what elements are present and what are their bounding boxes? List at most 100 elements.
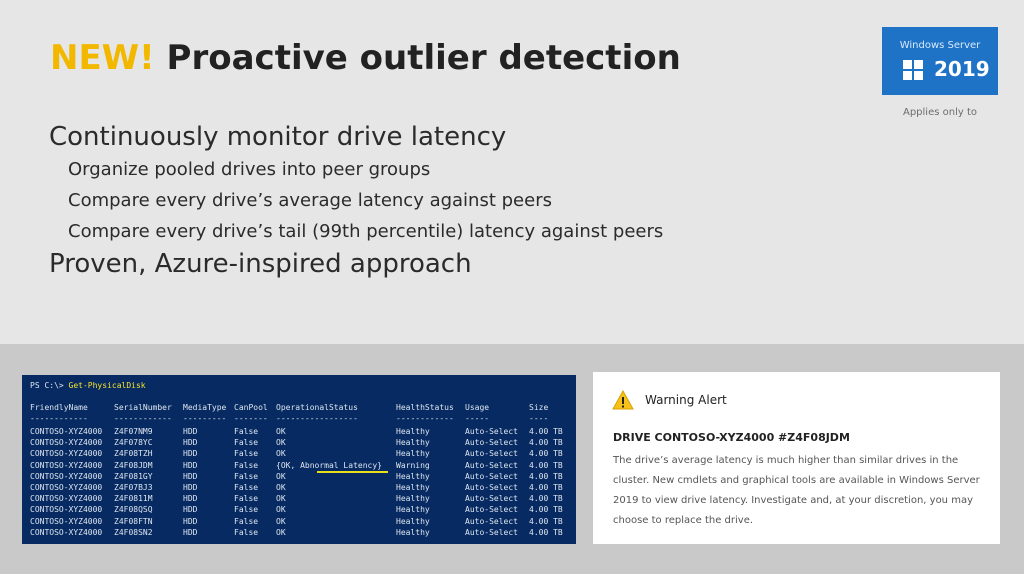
health-status-cell: Healthy bbox=[396, 516, 430, 526]
can-pool-cell: False bbox=[234, 483, 259, 492]
can-pool-cell: False bbox=[234, 494, 259, 504]
operational-status-cell: OK bbox=[276, 483, 286, 492]
can-pool-cell: False bbox=[234, 527, 259, 537]
bullet-item: Proven, Azure-inspired approach bbox=[49, 249, 472, 279]
health-status-cell: Healthy bbox=[396, 449, 430, 459]
health-status-cell: Healthy bbox=[396, 505, 430, 515]
usage-cell: Auto-Select bbox=[465, 516, 518, 526]
applies-note: Applies only to bbox=[902, 107, 977, 118]
operational-status-cell: OK bbox=[276, 427, 286, 436]
friendly-name-cell: CONTOSO-XYZ4000 bbox=[30, 505, 103, 515]
health-status-cell: Healthy bbox=[396, 527, 430, 537]
serial-number-cell: Z4F08TZH bbox=[114, 449, 153, 459]
can-pool-cell: False bbox=[234, 438, 259, 448]
serial-number-cell: Z4F0811M bbox=[114, 494, 153, 504]
usage-cell: Auto-Select bbox=[465, 483, 518, 492]
operational-status-cell: {OK, Abnormal Latency} bbox=[276, 460, 382, 470]
can-pool-cell: False bbox=[234, 471, 259, 481]
sub-bullet-item: Organize pooled drives into peer groups bbox=[68, 159, 431, 180]
media-type-cell: HDD bbox=[183, 438, 198, 448]
usage-cell: ----- bbox=[465, 414, 490, 423]
can-pool-cell: CanPool bbox=[234, 403, 268, 412]
alert-title: Warning Alert bbox=[645, 393, 727, 407]
friendly-name-cell: ------------ bbox=[30, 414, 88, 423]
friendly-name-cell: CONTOSO-XYZ4000 bbox=[30, 460, 103, 470]
media-type-cell: HDD bbox=[183, 505, 198, 515]
serial-number-cell: Z4F07NM9 bbox=[114, 427, 153, 436]
can-pool-cell: False bbox=[234, 449, 259, 459]
sub-bullet-item: Compare every drive’s tail (99th percent… bbox=[68, 221, 664, 242]
friendly-name-cell: CONTOSO-XYZ4000 bbox=[30, 516, 103, 526]
can-pool-cell: False bbox=[234, 460, 259, 470]
usage-cell: Auto-Select bbox=[465, 427, 518, 436]
health-status-cell: ------------ bbox=[396, 414, 454, 423]
media-type-cell: HDD bbox=[183, 527, 198, 537]
serial-number-cell: SerialNumber bbox=[114, 403, 172, 412]
usage-cell: Auto-Select bbox=[465, 449, 518, 459]
friendly-name-cell: CONTOSO-XYZ4000 bbox=[30, 449, 103, 459]
serial-number-cell: Z4F07BJ3 bbox=[114, 483, 153, 492]
size-cell: 4.00 TB bbox=[529, 516, 563, 526]
usage-cell: Auto-Select bbox=[465, 460, 518, 470]
warning-alert-panel: Warning Alert DRIVE CONTOSO-XYZ4000 #Z4F… bbox=[593, 372, 1000, 544]
can-pool-cell: False bbox=[234, 505, 259, 515]
friendly-name-cell: CONTOSO-XYZ4000 bbox=[30, 483, 103, 492]
media-type-cell: HDD bbox=[183, 494, 198, 504]
sub-bullet-item: Compare every drive’s average latency ag… bbox=[68, 190, 552, 211]
warning-triangle-icon bbox=[612, 390, 634, 410]
size-cell: 4.00 TB bbox=[529, 449, 563, 459]
size-cell: 4.00 TB bbox=[529, 483, 563, 492]
alert-message: The drive’s average latency is much high… bbox=[613, 455, 980, 526]
terminal-prompt: PS C:\> bbox=[30, 381, 69, 390]
media-type-cell: --------- bbox=[183, 414, 227, 423]
friendly-name-cell: CONTOSO-XYZ4000 bbox=[30, 527, 103, 537]
slide-title: NEW! Proactive outlier detection bbox=[50, 38, 681, 78]
windows-server-badge: Windows Server 2019 bbox=[882, 27, 998, 95]
usage-cell: Auto-Select bbox=[465, 494, 518, 504]
media-type-cell: HDD bbox=[183, 460, 198, 470]
media-type-cell: MediaType bbox=[183, 403, 227, 412]
operational-status-cell: ----------------- bbox=[276, 414, 358, 423]
friendly-name-cell: CONTOSO-XYZ4000 bbox=[30, 494, 103, 504]
media-type-cell: HDD bbox=[183, 483, 198, 492]
operational-status-cell: OperationalStatus bbox=[276, 403, 358, 412]
size-cell: 4.00 TB bbox=[529, 494, 563, 504]
operational-status-cell: OK bbox=[276, 438, 286, 448]
operational-status-cell: OK bbox=[276, 516, 286, 526]
terminal-prompt-line: PS C:\> Get-PhysicalDisk bbox=[30, 381, 146, 390]
media-type-cell: HDD bbox=[183, 427, 198, 436]
operational-status-cell: OK bbox=[276, 505, 286, 515]
health-status-cell: Healthy bbox=[396, 427, 430, 436]
size-cell: 4.00 TB bbox=[529, 505, 563, 515]
size-cell: 4.00 TB bbox=[529, 438, 563, 448]
size-cell: 4.00 TB bbox=[529, 460, 563, 470]
badge-version: 2019 bbox=[934, 57, 990, 81]
usage-cell: Auto-Select bbox=[465, 527, 518, 537]
media-type-cell: HDD bbox=[183, 449, 198, 459]
media-type-cell: HDD bbox=[183, 516, 198, 526]
abnormal-latency-highlight bbox=[317, 462, 388, 473]
serial-number-cell: Z4F08JDM bbox=[114, 460, 153, 470]
serial-number-cell: Z4F08SN2 bbox=[114, 527, 153, 537]
health-status-cell: Healthy bbox=[396, 438, 430, 448]
windows-logo-icon bbox=[903, 60, 923, 80]
usage-cell: Auto-Select bbox=[465, 471, 518, 481]
friendly-name-cell: CONTOSO-XYZ4000 bbox=[30, 438, 103, 448]
health-status-cell: Warning bbox=[396, 460, 430, 470]
operational-status-cell: OK bbox=[276, 494, 286, 504]
size-cell: Size bbox=[529, 403, 549, 412]
size-cell: 4.00 TB bbox=[529, 527, 563, 537]
title-new-label: NEW! bbox=[50, 38, 155, 78]
health-status-cell: Healthy bbox=[396, 471, 430, 481]
bullet-list: Continuously monitor drive latency Organ… bbox=[49, 120, 663, 281]
friendly-name-cell: CONTOSO-XYZ4000 bbox=[30, 471, 103, 481]
usage-cell: Auto-Select bbox=[465, 505, 518, 515]
slide-top-area bbox=[0, 0, 1024, 344]
friendly-name-cell: CONTOSO-XYZ4000 bbox=[30, 427, 103, 436]
operational-status-cell: OK bbox=[276, 449, 286, 459]
terminal-command: Get-PhysicalDisk bbox=[68, 381, 146, 390]
size-cell: 4.00 TB bbox=[529, 471, 563, 481]
can-pool-cell: False bbox=[234, 516, 259, 526]
usage-cell: Usage bbox=[465, 403, 490, 412]
operational-status-cell: OK bbox=[276, 471, 286, 481]
